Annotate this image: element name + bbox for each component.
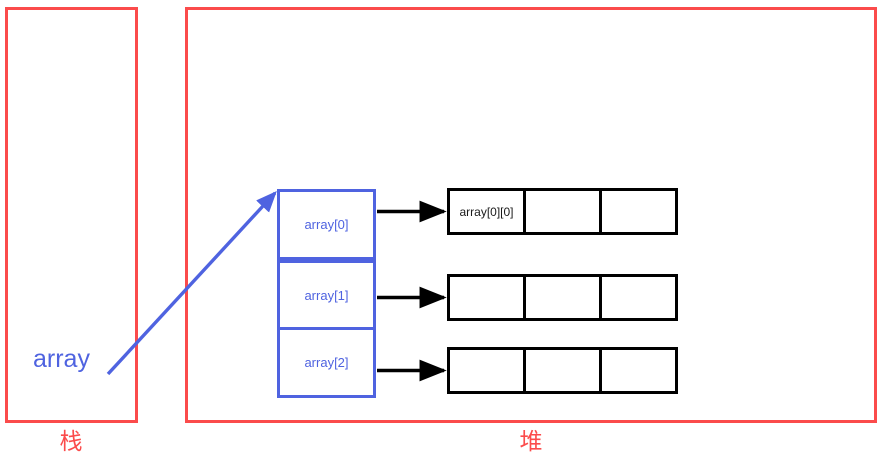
heap-cell-0-2[interactable] [602, 191, 675, 232]
heap-row-1[interactable] [447, 274, 678, 321]
pointer-cell-1-label: array[1] [304, 288, 349, 303]
pointer-cell-1[interactable]: array[1] [277, 260, 376, 331]
heap-cell-2-1[interactable] [526, 350, 602, 391]
heap-cell-2-2[interactable] [602, 350, 675, 391]
stack-region-frame [5, 7, 138, 423]
arrow-array-to-cell0 [106, 191, 277, 376]
heap-cell-0-0[interactable]: array[0][0] [450, 191, 526, 232]
heap-row-2[interactable] [447, 347, 678, 394]
heap-cell-1-0[interactable] [450, 277, 526, 318]
heap-cell-0-0-label: array[0][0] [459, 204, 514, 219]
stack-variable-label: array [33, 345, 90, 373]
pointer-cell-0-label: array[0] [304, 217, 349, 232]
heap-region-frame [185, 7, 877, 423]
heap-region-caption: 堆 [519, 429, 543, 455]
pointer-cell-2-label: array[2] [304, 355, 349, 370]
stack-region-caption: 栈 [59, 429, 83, 455]
pointer-cell-0[interactable]: array[0] [277, 189, 376, 260]
heap-cell-2-0[interactable] [450, 350, 526, 391]
heap-cell-0-1[interactable] [526, 191, 602, 232]
heap-cell-1-1[interactable] [526, 277, 602, 318]
heap-row-0[interactable]: array[0][0] [447, 188, 678, 235]
pointer-cell-2[interactable]: array[2] [277, 327, 376, 398]
heap-cell-1-2[interactable] [602, 277, 675, 318]
